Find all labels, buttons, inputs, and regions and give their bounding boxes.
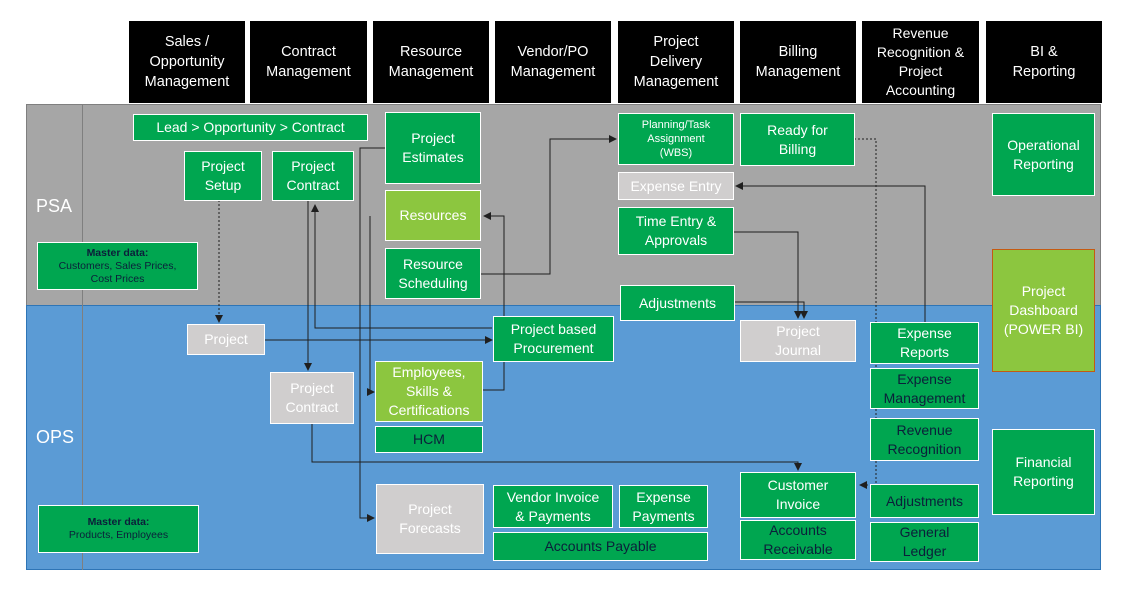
psa-lane-label: PSA bbox=[36, 196, 73, 216]
lead-opportunity-contract-box: Lead > Opportunity > Contract bbox=[133, 114, 368, 141]
header-resource-management: Resource Management bbox=[373, 21, 489, 103]
planning-task-box: Planning/Task Assignment (WBS) bbox=[618, 113, 734, 165]
hcm-box: HCM bbox=[375, 426, 483, 453]
project-estimates-box: Project Estimates bbox=[385, 112, 481, 184]
project-ops-box: Project bbox=[187, 324, 265, 355]
accounts-payable-box: Accounts Payable bbox=[493, 532, 708, 561]
project-setup-box: Project Setup bbox=[184, 151, 262, 201]
master-data-ops-title: Master data: bbox=[87, 516, 150, 528]
lane-divider bbox=[82, 104, 83, 570]
project-forecasts-box: Project Forecasts bbox=[376, 484, 484, 554]
time-entry-box: Time Entry & Approvals bbox=[618, 207, 734, 255]
vendor-invoice-box: Vendor Invoice & Payments bbox=[493, 485, 613, 528]
project-contract-ops-box: Project Contract bbox=[270, 372, 354, 424]
connector-expense-reports-to-entry bbox=[735, 182, 926, 322]
master-data-ops-body: Products, Employees bbox=[68, 529, 169, 541]
connector-scheduling-to-planning bbox=[481, 135, 617, 275]
customer-invoice-box: Customer Invoice bbox=[740, 472, 856, 518]
master-data-psa-body: Customers, Sales Prices, Cost Prices bbox=[58, 259, 177, 285]
master-data-psa-box: Master data: Customers, Sales Prices, Co… bbox=[37, 242, 198, 290]
project-dashboard-box: Project Dashboard (POWER BI) bbox=[992, 249, 1095, 372]
connector-time-to-journal bbox=[733, 231, 802, 319]
ready-for-billing-box: Ready for Billing bbox=[740, 113, 855, 166]
financial-reporting-box: Financial Reporting bbox=[992, 429, 1095, 515]
connector-adjustments-to-journal bbox=[733, 301, 808, 319]
header-billing-management: Billing Management bbox=[740, 21, 856, 103]
header-bi-reporting: BI & Reporting bbox=[986, 21, 1102, 103]
expense-payments-box: Expense Payments bbox=[619, 485, 708, 528]
operational-reporting-box: Operational Reporting bbox=[992, 113, 1095, 196]
general-ledger-box: General Ledger bbox=[870, 522, 979, 562]
resource-scheduling-box: Resource Scheduling bbox=[385, 248, 481, 299]
master-data-ops-box: Master data: Products, Employees bbox=[38, 505, 199, 553]
header-contract-management: Contract Management bbox=[250, 21, 367, 103]
expense-reports-box: Expense Reports bbox=[870, 322, 979, 364]
employees-skills-box: Employees, Skills & Certifications bbox=[375, 361, 483, 422]
connector-billing-to-adjustments bbox=[854, 138, 877, 489]
header-vendor-po: Vendor/PO Management bbox=[495, 21, 611, 103]
adjustments-ops-box: Adjustments bbox=[870, 484, 979, 518]
expense-entry-box: Expense Entry bbox=[618, 172, 734, 200]
project-procurement-box: Project based Procurement bbox=[493, 316, 614, 362]
expense-management-box: Expense Management bbox=[870, 368, 979, 409]
revenue-recognition-box: Revenue Recognition bbox=[870, 418, 979, 461]
header-sales-opportunity: Sales / Opportunity Management bbox=[129, 21, 245, 103]
ops-lane-label: OPS bbox=[36, 427, 75, 447]
master-data-psa-title: Master data: bbox=[86, 246, 149, 259]
project-contract-psa-box: Project Contract bbox=[272, 151, 354, 201]
resources-box: Resources bbox=[385, 190, 481, 241]
adjustments-psa-box: Adjustments bbox=[620, 285, 735, 321]
header-revenue-recognition: Revenue Recognition & Project Accounting bbox=[862, 21, 979, 103]
header-project-delivery: Project Delivery Management bbox=[618, 21, 734, 103]
project-journal-box: Project Journal bbox=[740, 320, 856, 362]
connector-procurement-to-contract bbox=[311, 204, 492, 329]
connector-estimates-to-forecasts bbox=[359, 147, 385, 522]
accounts-receivable-box: Accounts Receivable bbox=[740, 520, 856, 560]
connector-resources-to-employees bbox=[367, 216, 375, 396]
connector-employees-to-resources bbox=[483, 212, 505, 391]
connector-contract-to-invoice bbox=[311, 424, 802, 471]
